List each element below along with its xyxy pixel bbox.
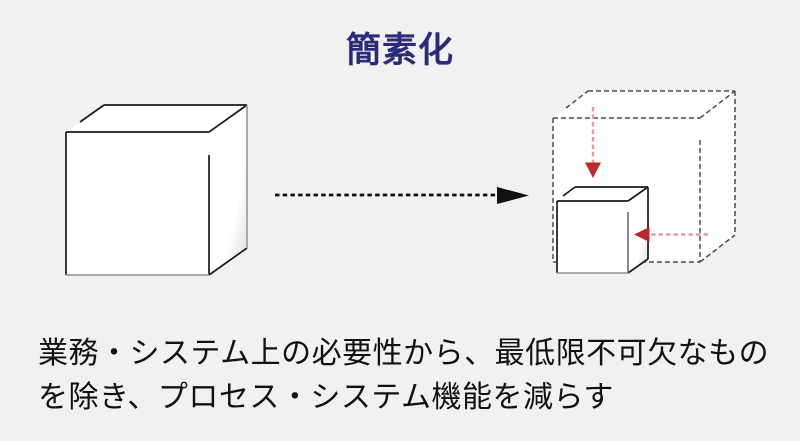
cube-edge bbox=[627, 186, 649, 202]
original-cube-top-face bbox=[66, 105, 247, 132]
shrink-arrow-down-head bbox=[585, 162, 601, 178]
original-cube bbox=[65, 104, 248, 276]
original-cube-front-face bbox=[66, 132, 209, 275]
reduced-cube bbox=[556, 186, 649, 274]
cube-edge bbox=[79, 104, 105, 123]
shrink-arrow-down-icon bbox=[585, 107, 601, 178]
description-line-2: を除き、プロセス・システム機能を減らす bbox=[38, 380, 614, 415]
reduced-cube-top-face bbox=[557, 187, 648, 201]
outline-cube-edge bbox=[699, 234, 736, 263]
original-cube-right-face bbox=[209, 105, 247, 275]
reduced-cube-right-face bbox=[628, 187, 648, 273]
outline-cube-right-face bbox=[700, 91, 735, 262]
cube-edge bbox=[562, 186, 576, 197]
description-line-1: 業務・システム上の必要性から、最低限不可欠なもの bbox=[38, 336, 770, 371]
cube-edge bbox=[627, 258, 649, 274]
transform-arrow-head bbox=[497, 187, 529, 204]
outline-cube-edge bbox=[565, 90, 589, 109]
outline-cube-top-face bbox=[553, 91, 735, 118]
reduced-cube-front-face bbox=[557, 201, 628, 273]
cube-edge bbox=[208, 104, 248, 133]
shrink-arrow-left-icon bbox=[634, 227, 708, 242]
description-text: 業務・システム上の必要性から、最低限不可欠なもの を除き、プロセス・システム機能… bbox=[38, 332, 783, 420]
cube-edge bbox=[208, 247, 248, 276]
outline-cube-edge bbox=[699, 90, 736, 119]
transform-arrow-icon bbox=[275, 187, 529, 204]
page-title: 簡素化 bbox=[345, 31, 454, 71]
shrink-arrow-left-head bbox=[634, 227, 650, 242]
